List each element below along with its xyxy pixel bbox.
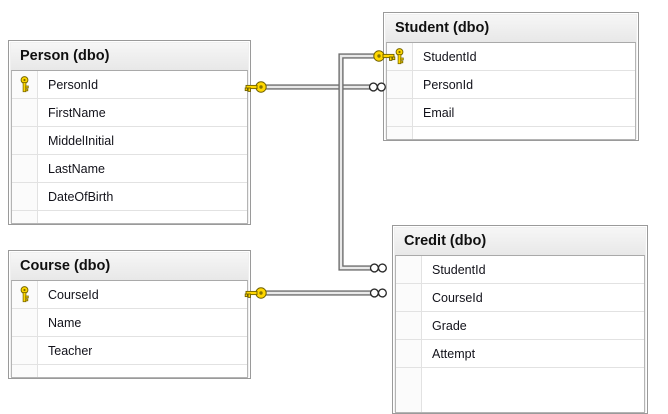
column-name: MiddelInitial	[48, 133, 115, 148]
row-gutter	[12, 99, 38, 126]
column-row[interactable]: LastName	[12, 155, 247, 183]
row-gutter	[12, 365, 38, 377]
column-name: Teacher	[48, 343, 93, 358]
row-gutter	[12, 211, 38, 223]
row-gutter	[12, 155, 38, 182]
column-row[interactable]: Email	[387, 99, 635, 127]
row-gutter	[396, 312, 422, 339]
column-row[interactable]: CourseId	[12, 281, 247, 309]
column-name: LastName	[48, 161, 105, 176]
row-gutter	[12, 337, 38, 364]
primary-key-icon	[12, 71, 38, 98]
table-title-student: Student (dbo)	[386, 15, 636, 42]
row-gutter	[396, 340, 422, 367]
column-row[interactable]: Grade	[396, 312, 644, 340]
column-name: PersonId	[48, 77, 99, 92]
column-name: FirstName	[48, 105, 106, 120]
column-row[interactable]: PersonId	[387, 71, 635, 99]
column-row[interactable]: DateOfBirth	[12, 183, 247, 211]
row-gutter	[387, 71, 413, 98]
column-row[interactable]: FirstName	[12, 99, 247, 127]
column-name: Grade	[432, 318, 467, 333]
row-gutter	[396, 256, 422, 283]
row-gutter	[12, 183, 38, 210]
empty-column-row[interactable]	[12, 365, 247, 377]
column-row[interactable]: StudentId	[387, 43, 635, 71]
primary-key-icon	[387, 43, 413, 70]
column-row[interactable]: StudentId	[396, 256, 644, 284]
column-name: Name	[48, 315, 82, 330]
row-gutter	[12, 309, 38, 336]
column-row[interactable]: PersonId	[12, 71, 247, 99]
column-name: StudentId	[432, 262, 486, 277]
column-row[interactable]: Teacher	[12, 337, 247, 365]
relationship-person-student[interactable]	[244, 81, 386, 93]
relationship-course-credit[interactable]	[244, 287, 387, 299]
column-name: CourseId	[48, 287, 99, 302]
empty-column-row[interactable]	[396, 368, 644, 412]
column-name: StudentId	[423, 49, 477, 64]
table-title-credit: Credit (dbo)	[395, 228, 645, 255]
primary-key-icon	[12, 281, 38, 308]
empty-column-row[interactable]	[387, 127, 635, 139]
row-gutter	[396, 284, 422, 311]
column-row[interactable]: Name	[12, 309, 247, 337]
table-title-person: Person (dbo)	[11, 43, 248, 70]
row-gutter	[387, 99, 413, 126]
row-gutter	[396, 368, 422, 412]
column-name: Attempt	[432, 346, 476, 361]
column-row[interactable]: CourseId	[396, 284, 644, 312]
column-row[interactable]: MiddelInitial	[12, 127, 247, 155]
column-name: CourseId	[432, 290, 483, 305]
column-name: DateOfBirth	[48, 189, 114, 204]
column-row[interactable]: Attempt	[396, 340, 644, 368]
table-title-course: Course (dbo)	[11, 253, 248, 280]
column-name: Email	[423, 105, 455, 120]
empty-column-row[interactable]	[12, 211, 247, 223]
row-gutter	[387, 127, 413, 139]
column-name: PersonId	[423, 77, 474, 92]
row-gutter	[12, 127, 38, 154]
